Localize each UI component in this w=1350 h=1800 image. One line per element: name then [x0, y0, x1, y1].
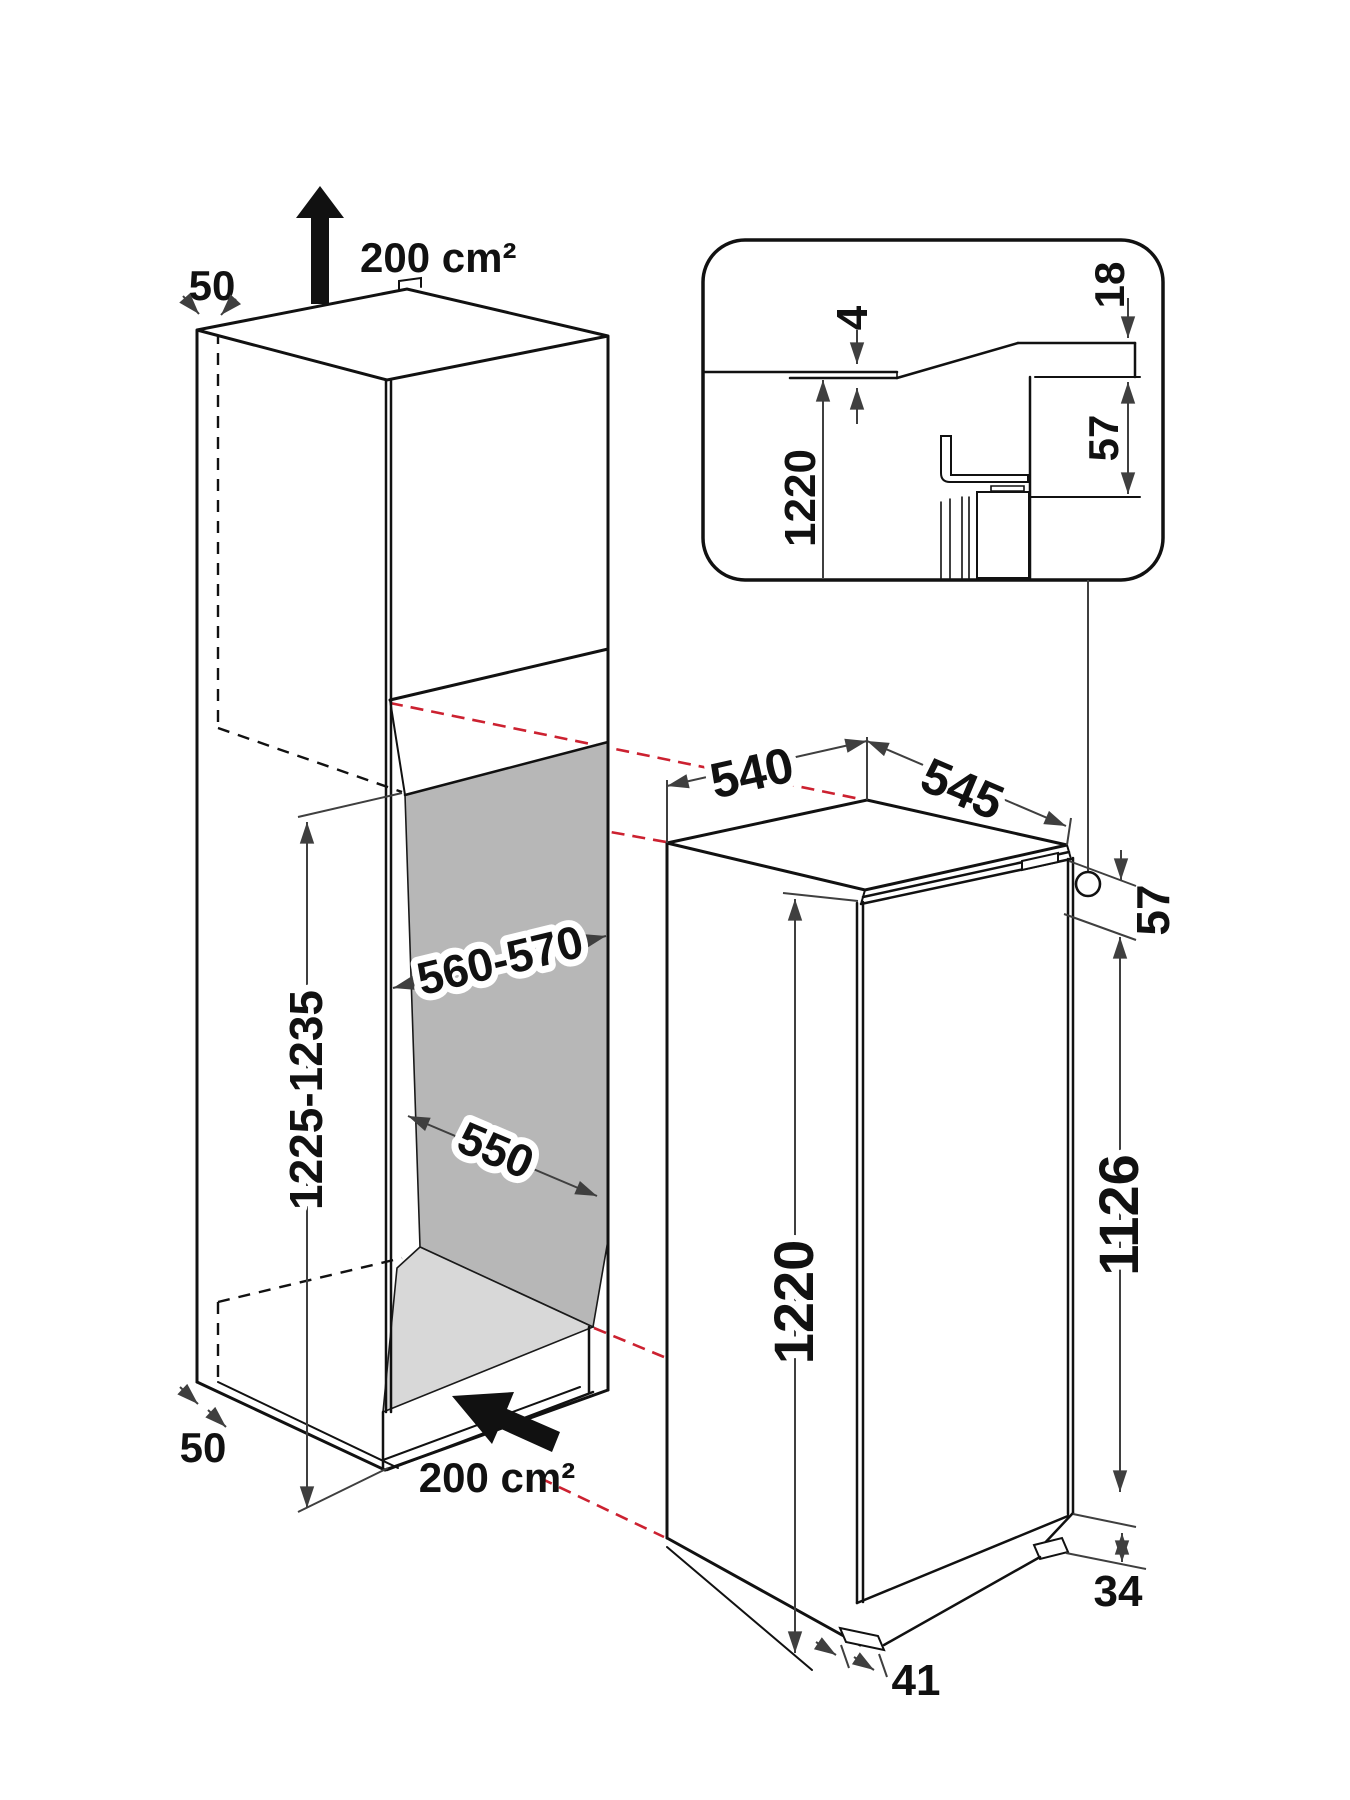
detail-inset-frame: [701, 238, 1165, 582]
inset-top-overlap-label: 18: [1086, 262, 1133, 309]
dim-bottom-clearance-label: 50: [180, 1424, 227, 1471]
refrigerator-dimensions: 540 545 57 1220 1126 34 41: [666, 730, 1179, 1705]
door-bottom-edge: [855, 1514, 1070, 1605]
housing-cabinet: [195, 276, 610, 1472]
dim-foot-inset-label: 41: [892, 1656, 941, 1705]
dim-top-clearance-label: 50: [189, 262, 236, 309]
dim-niche-height-label: 1225-1235: [280, 990, 332, 1210]
niche-back-panel: [404, 740, 609, 1329]
inset-panel-gap-label: 4: [828, 305, 877, 330]
inset-niche-height-label: 1220: [776, 449, 825, 547]
fridge-top-face: [666, 798, 1068, 892]
refrigerator: [665, 798, 1075, 1671]
dim-height-label: 1220: [762, 1240, 825, 1365]
front-foot: [838, 1626, 886, 1652]
dim-width-label: 540: [705, 737, 799, 810]
mounting-bracket: [940, 435, 1029, 483]
detail-callout-circle-icon: [1074, 870, 1102, 898]
top-vent-notch: [398, 276, 422, 292]
airflow-out-arrow-icon: [296, 186, 344, 304]
detail-inset: 4 18 57 1220: [701, 238, 1165, 898]
hinge-plate: [1021, 851, 1059, 872]
rear-foot: [1032, 1536, 1070, 1561]
dim-bottom-vent-label: 200 cm²: [419, 1454, 575, 1501]
airflow-in-arrow-icon: [452, 1392, 560, 1452]
dim-door-height-label: 1126: [1087, 1154, 1150, 1276]
dim-top-edge-clearance-label: 57: [1127, 884, 1179, 935]
dim-plinth-gap-label: 34: [1094, 1567, 1143, 1616]
cabinet-top-face: [196, 287, 609, 382]
door-section: [976, 491, 1030, 579]
dim-top-vent-label: 200 cm²: [360, 234, 516, 281]
inset-hinge-clearance-label: 57: [1080, 415, 1127, 462]
